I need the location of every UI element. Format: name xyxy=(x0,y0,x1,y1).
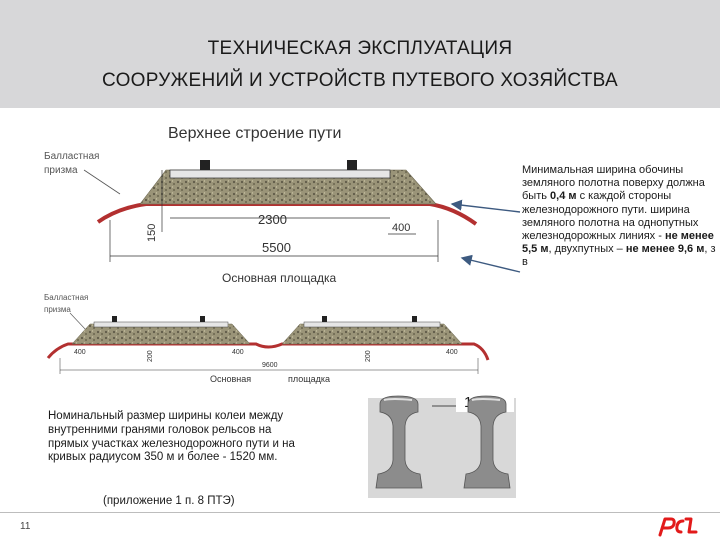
arrow-to-shoulder xyxy=(450,199,521,213)
gauge-width-note: Номинальный размер ширины колеи между вн… xyxy=(48,410,295,464)
diagram2-subgrade-line xyxy=(46,342,490,361)
track-cross-section-diagrams: Верхнее строение пути Балластная призма … xyxy=(44,125,521,498)
dim2-400-a: 400 xyxy=(74,349,86,356)
diagram2-label-left: Основная xyxy=(210,374,251,384)
rzd-logo-icon xyxy=(658,517,698,537)
right-rail-icon xyxy=(463,395,511,489)
slide-header: ТЕХНИЧЕСКАЯ ЭКСПЛУАТАЦИЯ СООРУЖЕНИЙ И УС… xyxy=(0,0,720,108)
diagram2-ballast-left xyxy=(71,323,251,345)
dim-150: 150 xyxy=(146,224,158,242)
slide-title-line-1: ТЕХНИЧЕСКАЯ ЭКСПЛУАТАЦИЯ xyxy=(207,38,513,59)
arrow-to-width xyxy=(460,254,521,273)
dim2-400-b: 400 xyxy=(232,349,244,356)
diagram2-label-right: площадка xyxy=(288,374,330,384)
diagram1-title: Верхнее строение пути xyxy=(168,125,341,142)
diagram1-ballast-prism xyxy=(139,169,437,205)
diagram1-ballast-label-2: призма xyxy=(44,165,78,176)
dim2-200-a: 200 xyxy=(147,350,154,362)
page-number: 11 xyxy=(20,521,31,532)
dim-5500: 5500 xyxy=(262,240,291,255)
diagram2-ballast-label-1: Балластная xyxy=(44,293,88,302)
dim-400: 400 xyxy=(392,222,410,234)
slide-title-line-2: СООРУЖЕНИЙ И УСТРОЙСТВ ПУТЕВОГО ХОЗЯЙСТВ… xyxy=(101,70,619,91)
diagram1-subgrade-line xyxy=(96,202,478,226)
dim-2300: 2300 xyxy=(258,212,287,227)
footer-divider xyxy=(0,512,720,513)
appendix-reference: (приложение 1 п. 8 ПТЭ) xyxy=(103,495,235,507)
dim2-200-b: 200 xyxy=(365,350,372,362)
shoulder-width-note: Минимальная ширина обочины земляного пол… xyxy=(522,164,716,269)
dim2-9600: 9600 xyxy=(262,362,278,369)
diagram2-ballast-right xyxy=(281,323,463,345)
dim2-400-c: 400 xyxy=(446,349,458,356)
diagram1-subgrade-label: Основная площадка xyxy=(222,271,337,285)
diagram2-ballast-label-2: призма xyxy=(44,305,71,314)
diagram1-ballast-label-1: Балластная xyxy=(44,151,99,162)
left-rail-icon xyxy=(375,395,423,489)
diagram1-sleeper xyxy=(169,169,391,179)
